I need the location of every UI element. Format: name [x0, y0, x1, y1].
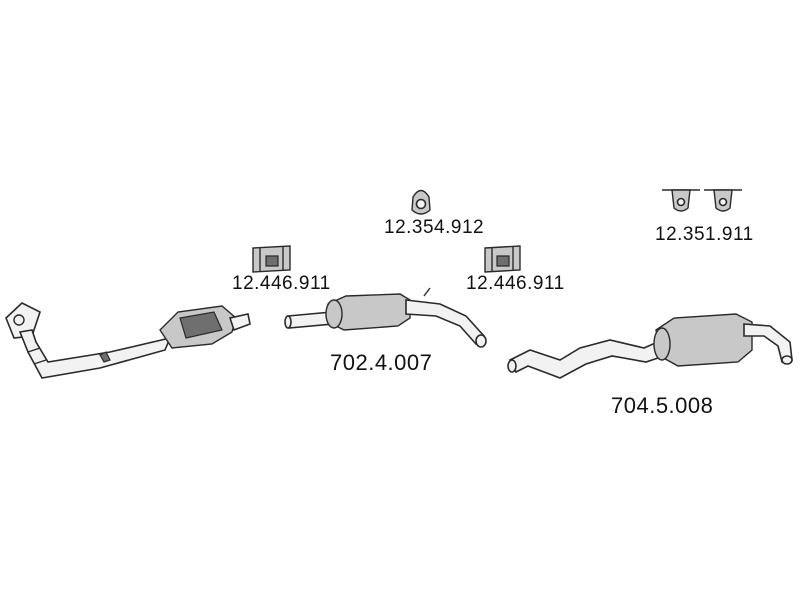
part-number-rear-silencer: 704.5.008: [611, 393, 714, 418]
rubber-hangers-right-icon[interactable]: [662, 189, 742, 212]
part-number-clamp-left: 12.446.911: [232, 273, 331, 294]
rear-silencer[interactable]: [507, 313, 793, 379]
part-number-hanger-center: 12.354.912: [384, 217, 485, 238]
part-number-hangers-right: 12.351.911: [655, 224, 754, 245]
part-number-front-silencer: 702.4.007: [330, 350, 433, 375]
front-silencer[interactable]: [284, 287, 487, 348]
clamp-right-icon[interactable]: [484, 245, 521, 273]
front-pipe-catalytic-converter[interactable]: [5, 302, 251, 379]
rubber-hanger-center-icon[interactable]: [411, 189, 431, 215]
part-number-clamp-right: 12.446.911: [466, 273, 565, 294]
clamp-left-icon[interactable]: [252, 245, 291, 273]
